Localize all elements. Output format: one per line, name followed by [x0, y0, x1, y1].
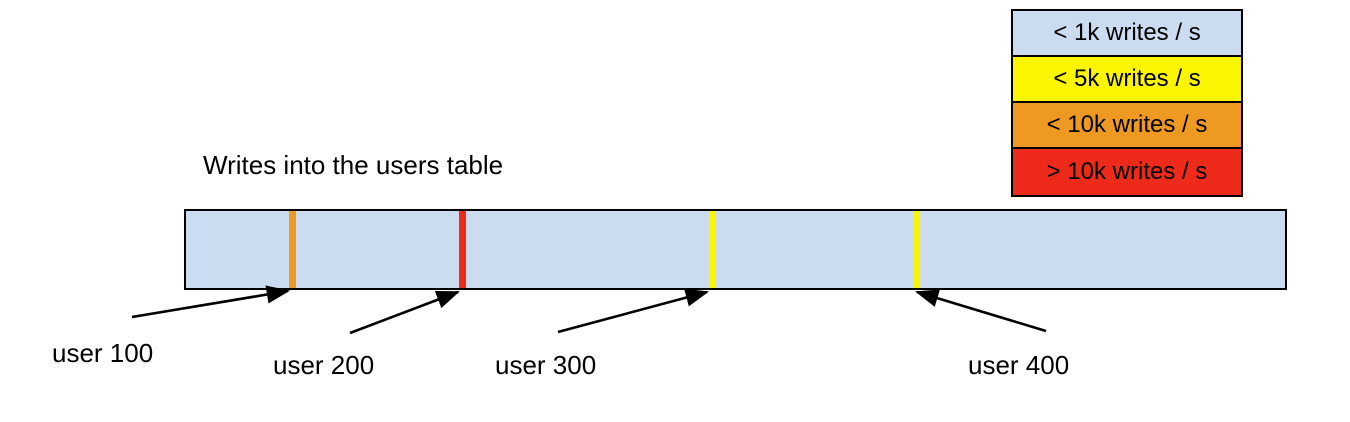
callout-label-user-300: user 300 — [495, 350, 597, 380]
stripe-user-200 — [459, 211, 466, 288]
callout-arrow-user-400 — [915, 289, 1047, 333]
legend-row-under-10k: < 10k writes / s — [1013, 103, 1241, 149]
callout-arrow-user-300 — [557, 288, 710, 334]
writes-legend: < 1k writes / s < 5k writes / s < 10k wr… — [1011, 9, 1243, 197]
legend-label-under-1k: < 1k writes / s — [1053, 19, 1201, 46]
callout-arrow-user-100 — [131, 285, 291, 319]
callout-arrow-user-200 — [349, 290, 460, 335]
legend-label-under-10k: < 10k writes / s — [1046, 111, 1208, 138]
callout-label-user-400: user 400 — [968, 350, 1070, 380]
callout-label-user-100: user 100 — [52, 338, 154, 368]
chart-title: Writes into the users table — [203, 150, 504, 180]
stripe-user-100 — [289, 211, 296, 288]
legend-row-over-10k: > 10k writes / s — [1013, 149, 1241, 195]
users-table-band — [184, 209, 1287, 290]
stripe-user-300 — [709, 211, 716, 288]
stripe-user-400 — [913, 211, 920, 288]
legend-label-over-10k: > 10k writes / s — [1046, 158, 1208, 185]
legend-label-under-5k: < 5k writes / s — [1053, 65, 1201, 92]
callout-arrows — [131, 285, 1047, 335]
legend-row-under-1k: < 1k writes / s — [1013, 11, 1241, 57]
legend-row-under-5k: < 5k writes / s — [1013, 57, 1241, 103]
callout-label-user-200: user 200 — [273, 350, 375, 380]
